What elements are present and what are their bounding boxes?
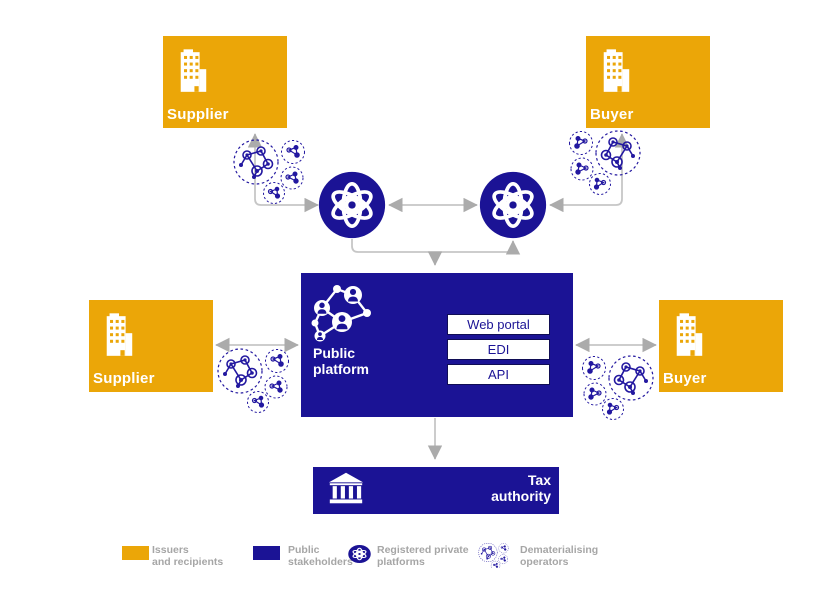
platform-channels: Web portal EDI API (447, 314, 550, 389)
channel-web-portal: Web portal (447, 314, 550, 335)
supplier-top-label: Supplier (167, 106, 229, 123)
buyer-top-box: Buyer (586, 36, 710, 128)
legend-doodle-icon (478, 542, 509, 568)
legend-issuers-label: Issuers and recipients (152, 544, 224, 568)
supplier-left-box: Supplier (89, 300, 213, 392)
buyer-top-label: Buyer (590, 106, 634, 123)
legend-navy-swatch (253, 546, 280, 560)
buyer-right-label: Buyer (663, 370, 707, 387)
legend-public-label: Public stakeholders (288, 544, 353, 568)
legend-orange-swatch (122, 546, 149, 560)
legend-registered-label: Registered private platforms (377, 544, 469, 568)
tax-authority-label: Tax authority (491, 472, 551, 504)
tax-authority-box: Tax authority (313, 467, 559, 514)
channel-api: API (447, 364, 550, 385)
channel-edi: EDI (447, 339, 550, 360)
public-platform-label: Public platform (313, 345, 369, 377)
legend-dematerialising-label: Dematerialising operators (520, 544, 599, 568)
supplier-top-box: Supplier (163, 36, 287, 128)
public-platform-box: Public platform Web portal EDI API (301, 273, 573, 417)
buyer-right-box: Buyer (659, 300, 783, 392)
legend-atom-icon (347, 544, 372, 564)
supplier-left-label: Supplier (93, 370, 155, 387)
